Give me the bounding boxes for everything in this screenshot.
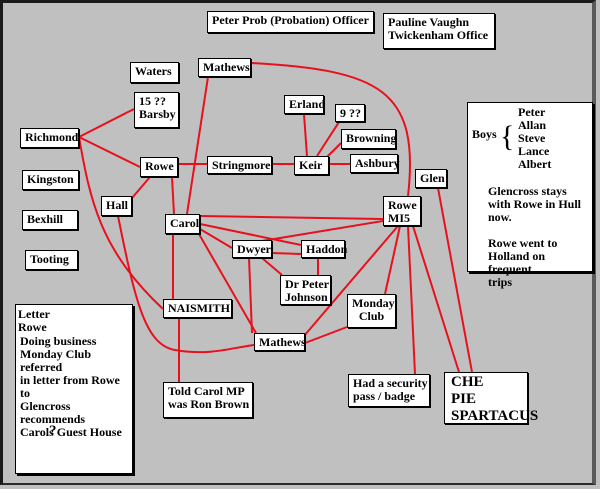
node-che-pie-spartacus: CHE PIE SPARTACUS — [444, 372, 539, 424]
node-keir: Keir — [294, 156, 329, 175]
letter-line: Glencross recommends — [20, 399, 86, 426]
letter-line: Monday Club referred — [20, 347, 92, 374]
letter-body: Doing business Monday Club referred in l… — [18, 335, 130, 439]
boy-name: Steve — [518, 131, 546, 145]
node-text: CHE — [451, 374, 484, 390]
node-text: Barsby — [139, 107, 176, 121]
node-text: Monday — [352, 296, 395, 310]
boy-name: Peter — [518, 105, 546, 119]
node-bexhill: Bexhill — [22, 210, 78, 230]
note-line: now. — [488, 210, 512, 224]
node-text: PIE — [451, 391, 477, 407]
letter-line: in letter from Rowe to — [20, 373, 120, 400]
node-haddon: Haddon — [301, 240, 347, 258]
node-text: Johnson — [285, 290, 328, 304]
edge-carol-to-mathews-bottom — [198, 233, 257, 334]
letter-title: Rowe — [18, 320, 47, 334]
letter-line: Carols Guest House — [20, 425, 122, 439]
edge-richmond-to-naismith — [78, 136, 164, 310]
node-barsby: 15 ?? Barsby — [134, 92, 179, 128]
edge-keir-to-browning — [325, 142, 342, 159]
node-dwyer: Dwyer — [232, 240, 272, 258]
edge-dwyer-to-haddon — [271, 252, 302, 255]
edge-carol-to-haddon — [199, 223, 302, 246]
node-text: was Ron Brown — [168, 397, 250, 411]
boys-label: Boys — [472, 127, 497, 141]
edge-mathews-top-to-rowe-mi5 — [250, 62, 412, 197]
edge-rowe-mi5-to-monday — [384, 225, 401, 295]
edge-rowe-mi5-to-mathews-bottom — [303, 225, 399, 337]
edge-dwyer-to-mathews-bottom — [248, 257, 253, 334]
note-line: trips — [488, 275, 512, 289]
node-hall: Hall — [101, 196, 132, 216]
node-kingston: Kingston — [22, 170, 79, 190]
node-9: 9 ?? — [335, 104, 365, 122]
edge-glen-to-che — [437, 187, 473, 373]
edge-mathews-top-to-carol — [186, 76, 209, 215]
node-ashbury: Ashbury — [350, 154, 400, 173]
node-text: Pauline Vaughn — [388, 15, 470, 29]
edge-carol-to-dwyer — [199, 228, 233, 249]
node-told-carol: Told Carol MP was Ron Brown — [163, 382, 253, 418]
edge-dwyer-to-rowe-mi5 — [261, 220, 384, 242]
edge-hall-to-mathews-bottom — [117, 215, 255, 354]
boys-note: Boys { Peter Allan Steve Lance Albert Gl… — [467, 102, 593, 289]
edge-richmond-to-barsby — [78, 108, 135, 138]
node-peter-prob: Peter Prob (Probation) Officer — [207, 11, 374, 33]
node-text: Told Carol MP — [168, 384, 245, 398]
edge-rowe-to-carol — [171, 176, 175, 215]
note-line: Glencross stays — [488, 184, 567, 198]
edge-carol-to-rowe-mi5 — [199, 215, 384, 220]
boys-list: Peter Allan Steve Lance Albert — [518, 106, 551, 171]
edge-monday-to-mathews-bottom — [304, 326, 348, 344]
edge-richmond-to-rowe — [78, 136, 141, 168]
node-browning: Browning — [341, 129, 396, 149]
edge-rowe-mi5-to-che — [412, 225, 460, 373]
note-line: with Rowe in Hull — [488, 197, 582, 211]
node-dr-peter-johnson: Dr Peter Johnson — [280, 275, 331, 305]
node-waters: Waters — [130, 62, 179, 83]
edge-rowe-mi5-to-pass — [407, 225, 416, 375]
boy-name: Lance — [518, 144, 550, 158]
edge-rowe-to-hall — [131, 176, 151, 199]
node-text: pass / badge — [353, 389, 416, 403]
glencross-note: Glencross stays with Rowe in Hull now. R… — [472, 185, 588, 289]
node-glen: Glen — [415, 169, 447, 188]
brace-icon: { — [500, 120, 515, 153]
boy-name: Albert — [518, 157, 552, 171]
node-monday-club: Monday Club — [347, 294, 396, 328]
node-text: Had a security — [353, 376, 428, 390]
node-naismith: NAISMITH — [163, 299, 232, 318]
node-rowe-mi5: Rowe MI5 — [383, 196, 421, 226]
edge-keir-to-erland — [303, 113, 308, 157]
node-tooting: Tooting — [25, 250, 78, 270]
node-text: 15 ?? — [139, 94, 166, 108]
node-text: Rowe — [388, 198, 417, 212]
node-security-pass: Had a security pass / badge — [348, 374, 430, 407]
letter-title: Letter — [18, 307, 50, 321]
node-text: Twickenham Office — [388, 28, 489, 42]
node-richmond: Richmond — [20, 128, 79, 148]
node-text: MI5 — [388, 211, 410, 225]
letter-line: Doing business — [20, 334, 97, 348]
node-pauline-vaughn: Pauline Vaughn Twickenham Office — [383, 13, 495, 49]
node-text: SPARTACUS — [451, 408, 539, 424]
boy-name: Allan — [518, 118, 547, 132]
question-mark: ? — [49, 423, 57, 439]
letter-note: Letter Rowe Doing business Monday Club r… — [15, 304, 133, 474]
note-line: Rowe went to — [488, 236, 558, 250]
node-rowe: Rowe — [140, 157, 178, 177]
node-carol: Carol — [165, 214, 200, 234]
node-stringmore: Stringmore — [207, 156, 272, 174]
edge-keir-to-nine — [316, 121, 340, 157]
node-text: Club — [358, 309, 385, 323]
node-mathews-bottom: Mathews — [254, 333, 306, 351]
node-mathews-top: Mathews — [198, 58, 251, 77]
node-erland: Erland — [284, 95, 325, 114]
note-line: Holland on frequent — [488, 249, 546, 276]
node-text: Dr Peter — [285, 277, 330, 291]
edge-dwyer-to-johnson — [261, 257, 283, 276]
